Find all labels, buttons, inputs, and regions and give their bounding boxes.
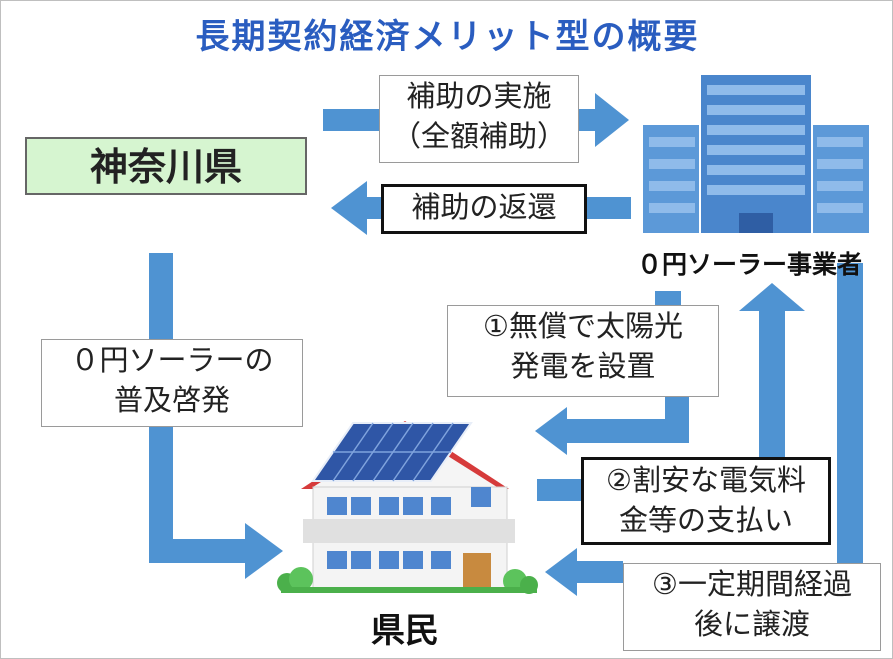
subsidy-line1: 補助の実施: [406, 79, 552, 113]
arrow-refund: [331, 181, 631, 235]
arrow-step2-payment: [537, 283, 805, 501]
subsidy-line2: （全額補助）: [391, 119, 566, 153]
office-building-icon: [643, 75, 869, 233]
diagram-title: 長期契約経済メリット型の概要: [195, 17, 700, 57]
step3-transfer-box: ③一定期間経過 後に譲渡: [623, 563, 881, 651]
subsidy-box: 補助の実施 （全額補助）: [379, 75, 579, 163]
step2-payment-box: ②割安な電気料 金等の支払い: [581, 457, 831, 545]
prefecture-node: 神奈川県: [25, 137, 307, 195]
step2-line1: ②割安な電気料: [606, 463, 806, 497]
company-label: ０円ソーラー事業者: [637, 250, 863, 279]
refund-box: 補助の返還: [381, 184, 587, 234]
step2-line2: 金等の支払い: [618, 503, 793, 537]
step1-install-box: ①無償で太陽光 発電を設置: [447, 305, 719, 397]
promotion-line1: ０円ソーラーの: [70, 343, 274, 377]
promotion-line2: 普及啓発: [113, 383, 230, 417]
arrow-step1-install: [535, 291, 689, 455]
step1-line1: ①無償で太陽光: [483, 309, 683, 343]
arrow-promotion: [149, 253, 283, 579]
step3-line2: 後に譲渡: [693, 607, 810, 641]
house-with-solar-panel-icon: [277, 421, 538, 594]
arrow-step3-transfer: [545, 263, 863, 596]
arrow-subsidy: [323, 93, 629, 147]
step3-line1: ③一定期間経過: [652, 567, 852, 601]
resident-label: 県民: [371, 611, 439, 651]
step1-line2: 発電を設置: [510, 349, 656, 383]
promotion-box: ０円ソーラーの 普及啓発: [41, 339, 303, 427]
